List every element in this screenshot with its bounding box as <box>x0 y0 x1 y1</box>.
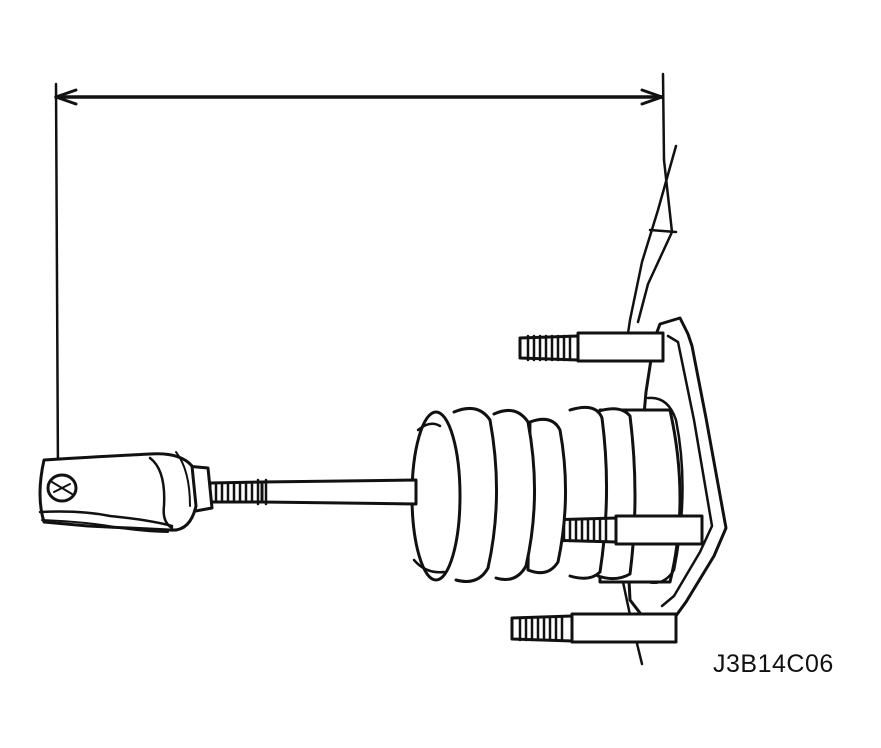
lower-mounting-stud <box>510 612 678 644</box>
clevis <box>38 451 198 533</box>
upper-mounting-stud <box>518 331 665 363</box>
extension-line-left <box>54 82 60 478</box>
dust-boot <box>410 406 567 583</box>
middle-mounting-stud <box>544 514 704 546</box>
figure-reference-code: J3B14C06 <box>713 650 834 678</box>
extension-line-right <box>661 72 666 162</box>
push-rod <box>208 478 418 506</box>
booster-body <box>568 396 684 584</box>
dimension-line <box>54 72 666 478</box>
